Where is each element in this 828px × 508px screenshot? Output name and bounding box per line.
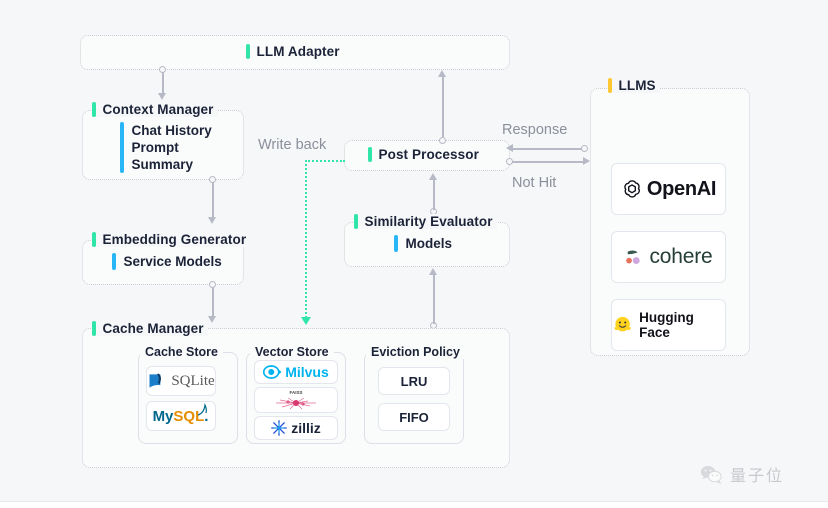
sqlite-logo: SQLite <box>147 371 215 391</box>
embedding-generator-items: Service Models <box>112 253 222 270</box>
cohere-label: cohere <box>649 245 713 268</box>
eye-icon <box>263 365 282 379</box>
accent-bar-green <box>354 214 358 229</box>
lru-option[interactable]: LRU <box>378 367 450 395</box>
cohere-icon <box>626 250 641 265</box>
context-item: Summary <box>131 157 194 172</box>
connector-arrow <box>208 316 216 323</box>
accent-bar-green <box>92 321 96 336</box>
cache-manager-title: Cache Manager <box>92 321 208 336</box>
sqlite-label: SQLite <box>171 372 215 389</box>
huggingface-logo: Hugging Face <box>612 310 725 340</box>
post-processor-title: Post Processor <box>368 147 483 162</box>
accent-bar-blue <box>112 253 116 270</box>
connector-arrow <box>208 217 216 224</box>
accent-bar-blue <box>394 235 398 252</box>
embedding-generator-title: Embedding Generator <box>92 232 251 247</box>
sqlite-card[interactable]: SQLite <box>146 366 216 396</box>
watermark: 量子位 <box>700 462 784 486</box>
similarity-evaluator-items: Models <box>394 235 452 252</box>
openai-label: OpenAI <box>646 177 717 200</box>
llms-title: LLMS <box>608 78 660 93</box>
not-hit-arrow <box>583 157 590 165</box>
wechat-icon <box>700 465 722 484</box>
hugging-face-icon <box>614 316 631 332</box>
similarity-evaluator-title: Similarity Evaluator <box>354 214 497 229</box>
dolphin-icon <box>198 402 208 416</box>
sqlite-icon <box>149 373 162 388</box>
accent-bar-green <box>92 102 96 117</box>
zilliz-logo: zilliz <box>271 420 321 436</box>
milvus-logo: Milvus <box>263 364 329 380</box>
mysql-logo: MySQL. <box>152 402 210 425</box>
huggingface-card[interactable]: Hugging Face <box>611 299 726 351</box>
mysql-card[interactable]: MySQL. <box>146 401 216 431</box>
connector-dot <box>581 145 588 152</box>
openai-logo: OpenAI <box>621 178 716 201</box>
mysql-label: MySQL. <box>152 407 209 425</box>
llm-adapter-title: LLM Adapter <box>246 44 344 59</box>
faiss-card[interactable]: FAISS <box>254 387 338 413</box>
accent-bar-green <box>92 232 96 247</box>
node-embedding-generator <box>82 240 244 285</box>
edge-label-response: Response <box>502 122 568 138</box>
connector-line <box>212 182 214 218</box>
watermark-label: 量子位 <box>730 466 785 485</box>
zilliz-card[interactable]: zilliz <box>254 416 338 440</box>
node-context-manager <box>82 110 244 180</box>
context-manager-items: Chat History Prompt Summary <box>120 122 212 173</box>
write-back-arrow <box>301 317 311 325</box>
group-cache-store-label: Cache Store <box>140 345 223 359</box>
milvus-label: Milvus <box>285 364 329 380</box>
edge-label-not-hit: Not Hit <box>512 175 557 191</box>
connector-arrow <box>429 268 437 275</box>
connector-arrow <box>158 93 166 100</box>
openai-card[interactable]: OpenAI <box>611 163 726 215</box>
faiss-label: FAISS <box>289 390 303 395</box>
not-hit-line <box>512 161 584 163</box>
response-line <box>512 148 584 150</box>
connector-line <box>433 180 435 210</box>
connector-line <box>442 77 444 137</box>
write-back-segment-h <box>305 160 345 162</box>
context-item: Prompt <box>131 140 179 155</box>
node-similarity-evaluator <box>344 222 510 267</box>
connector-line <box>433 275 435 324</box>
milvus-card[interactable]: Milvus <box>254 360 338 384</box>
cohere-logo: cohere <box>624 245 713 269</box>
connector-arrow <box>429 173 437 180</box>
context-manager-title: Context Manager <box>92 102 218 117</box>
connector-line <box>162 72 164 94</box>
write-back-segment-v <box>305 160 307 318</box>
fifo-option[interactable]: FIFO <box>378 403 450 431</box>
openai-icon <box>624 180 640 198</box>
accent-bar-green <box>368 147 372 162</box>
bottom-bar <box>0 501 828 508</box>
connector-dot <box>439 137 446 144</box>
edge-label-write-back: Write back <box>258 137 327 153</box>
huggingface-label: Hugging Face <box>639 310 694 340</box>
embedding-item: Service Models <box>123 254 222 269</box>
similarity-item: Models <box>405 236 453 251</box>
faiss-icon <box>276 397 316 410</box>
accent-bar-yellow <box>608 78 612 93</box>
connector-arrow <box>438 70 446 77</box>
response-arrow <box>506 144 513 152</box>
context-item: Chat History <box>131 123 212 138</box>
connector-line <box>212 287 214 317</box>
accent-bar-green <box>246 44 250 59</box>
cohere-card[interactable]: cohere <box>611 231 726 283</box>
group-vector-store-label: Vector Store <box>250 345 334 359</box>
accent-bar-blue <box>120 122 124 173</box>
zilliz-icon <box>271 420 288 436</box>
group-eviction-policy-label: Eviction Policy <box>366 345 465 359</box>
zilliz-label: zilliz <box>291 420 321 436</box>
